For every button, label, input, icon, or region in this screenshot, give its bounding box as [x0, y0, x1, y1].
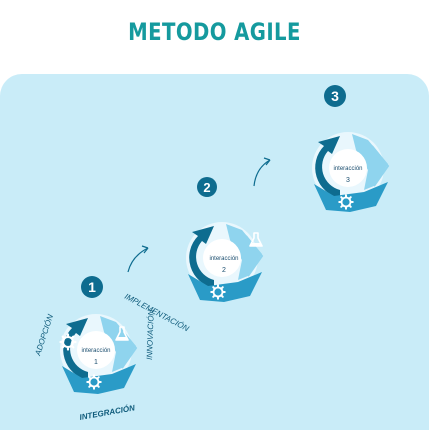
- step-3-label: interacción: [333, 166, 362, 172]
- step-1-cycle: interacción 1: [59, 313, 137, 395]
- arrow-icon: [127, 247, 149, 273]
- step-2-sublabel: 2: [222, 267, 226, 274]
- step-3-badge: 3: [324, 85, 346, 107]
- step-1-sublabel: 1: [94, 359, 98, 366]
- step-3-number: 3: [331, 88, 339, 104]
- step-2-cycle: interacción 2: [185, 221, 263, 303]
- phase-label-left: ADOPCIÓN: [33, 313, 55, 358]
- step-2-label: interacción: [209, 256, 238, 262]
- step-1-label: interacción: [81, 348, 110, 354]
- step-3-cycle: interacción 3: [311, 131, 389, 213]
- step-2-number: 2: [203, 180, 210, 195]
- phase-label-right: INNOVACIÓN: [145, 309, 156, 360]
- phase-label-bottom: INTEGRACIÓN: [79, 403, 136, 422]
- arrow-icon: [253, 159, 271, 187]
- step-1-badge: 1: [81, 276, 103, 298]
- step-3-sublabel: 3: [346, 177, 350, 184]
- step-1-number: 1: [88, 279, 96, 295]
- page-title: METODO AGILE: [128, 18, 301, 46]
- step-2-badge: 2: [197, 177, 217, 197]
- phase-label-top: IMPLEMENTACIÓN: [123, 292, 190, 334]
